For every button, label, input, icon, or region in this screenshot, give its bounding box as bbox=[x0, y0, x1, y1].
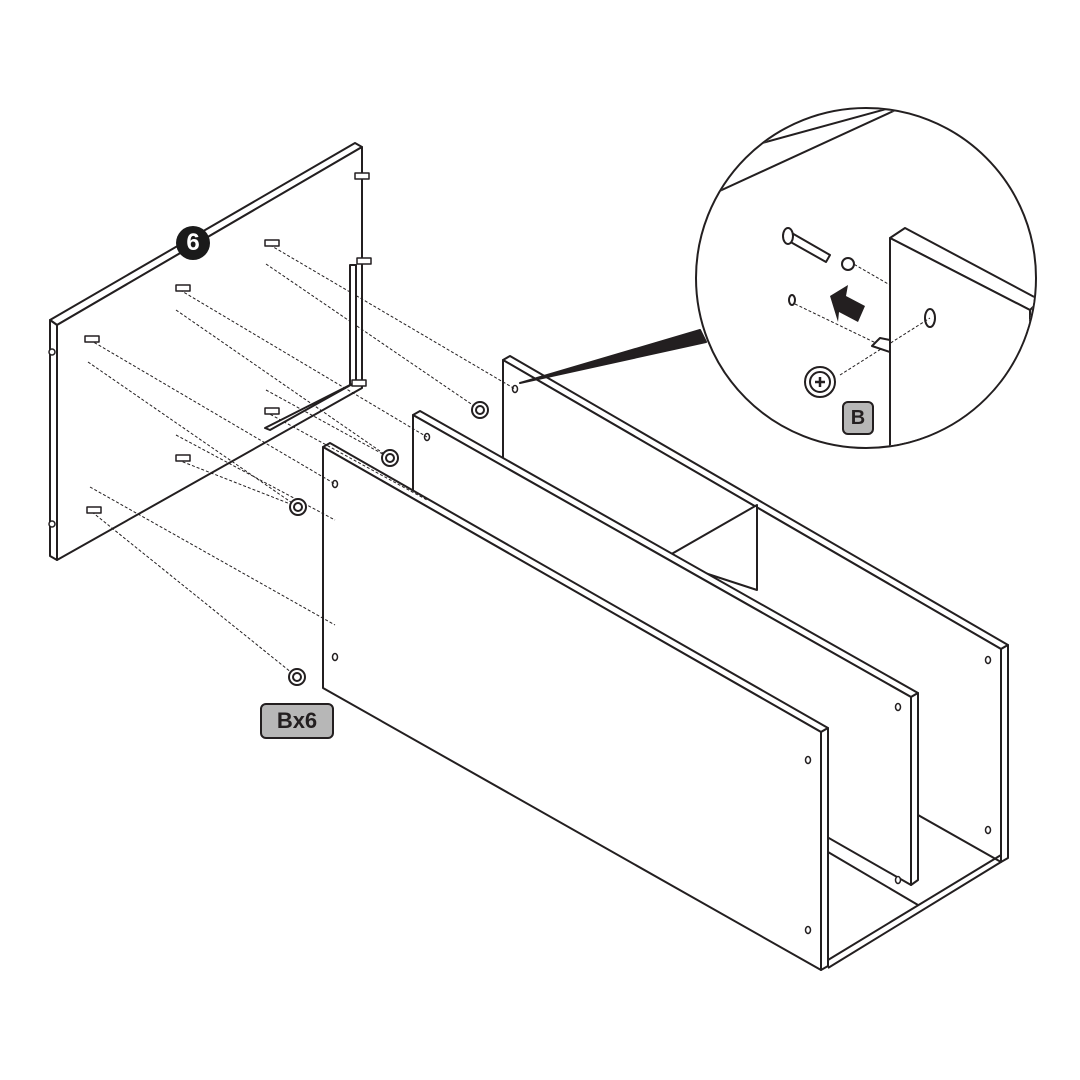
step-number-badge: 6 bbox=[176, 226, 210, 260]
arrow-icon bbox=[830, 285, 865, 322]
front-panel bbox=[322, 442, 829, 971]
bottom-panel bbox=[827, 851, 1002, 969]
dowel-pins bbox=[48, 172, 372, 528]
side-panel bbox=[49, 142, 363, 561]
panel-holes bbox=[331, 384, 992, 935]
callout-pointer bbox=[519, 329, 707, 384]
part-label-badge: B bbox=[842, 401, 874, 435]
alignment-lines bbox=[87, 244, 516, 678]
cam-locks bbox=[288, 401, 489, 686]
detail-inset bbox=[695, 107, 1037, 449]
part-quantity-badge: Bx6 bbox=[260, 703, 334, 739]
